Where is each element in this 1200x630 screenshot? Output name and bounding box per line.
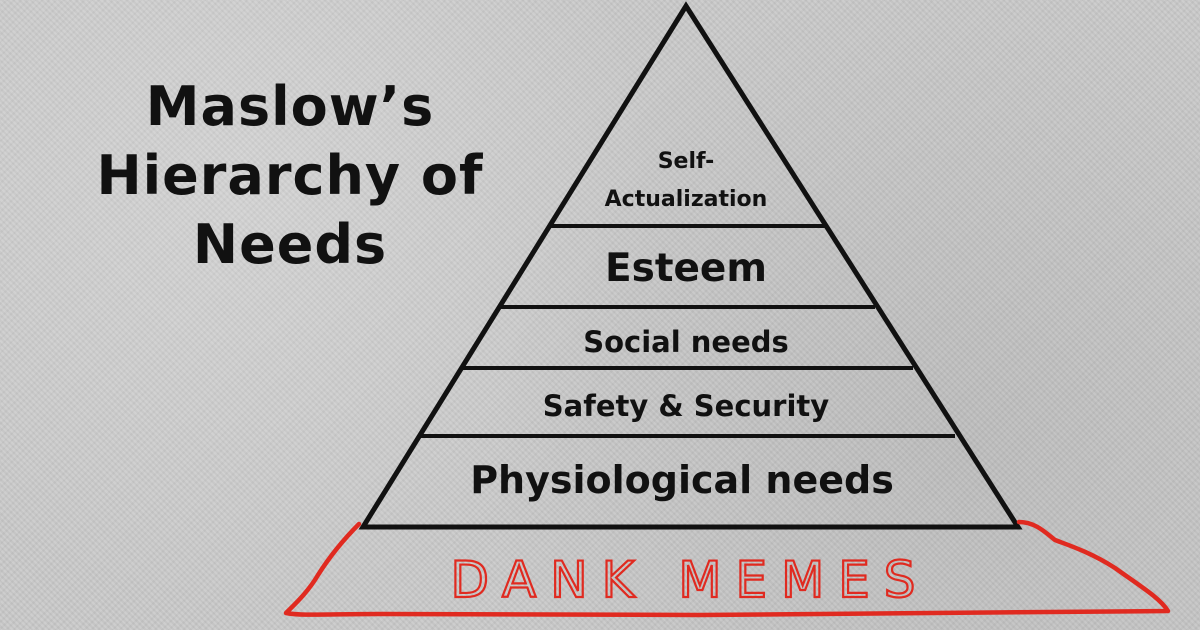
title-line-1: Maslow’s [145,75,435,138]
tier-physiological-needs: Physiological needs [470,458,894,502]
title-line-3: Needs [192,213,388,277]
tier-esteem: Esteem [605,246,767,291]
tier-self-actualization-line-2: Actualization [605,187,768,212]
tier-social-needs: Social needs [583,325,789,359]
diagram-title: Maslow’s Hierarchy of Needs [60,72,520,279]
title-line-2: Hierarchy of [96,144,484,208]
dank-memes-base-outline [283,519,1171,618]
dank-memes-label: DANK MEMES [450,551,929,609]
tier-safety-security: Safety & Security [543,389,829,423]
tier-self-actualization-line-1: Self- [658,149,715,174]
pyramid-outline [358,1,1023,530]
